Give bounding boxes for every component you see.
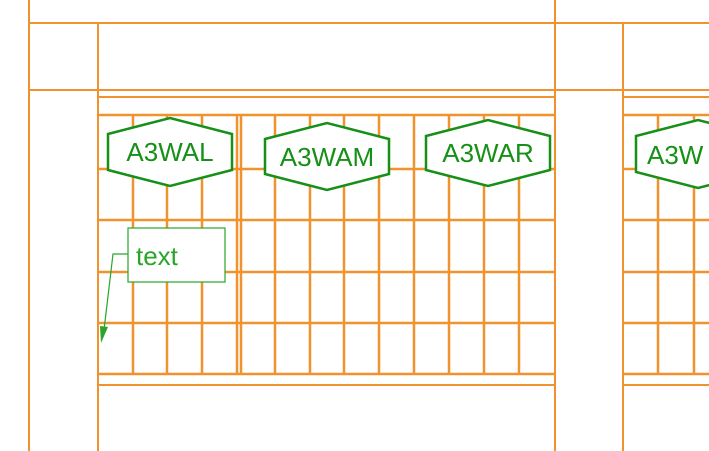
tag-label: A3WAR	[442, 138, 534, 168]
tag-a3wam[interactable]: A3WAM	[263, 121, 391, 192]
tag-label: A3WAM	[280, 142, 374, 172]
text-annotation[interactable]: text	[100, 227, 226, 343]
tag-hexagon-shape	[634, 118, 709, 190]
annotation-text: text	[136, 241, 179, 271]
tag-hexagon-shape	[424, 118, 552, 188]
tag-label: A3W	[647, 140, 704, 170]
arrowhead-icon	[100, 326, 108, 343]
annotation-box	[127, 227, 226, 283]
tag-a3war[interactable]: A3WAR	[424, 118, 552, 188]
tag-hexagon-shape	[106, 116, 234, 188]
tag-a3wal[interactable]: A3WAL	[106, 116, 234, 188]
frame-lines	[28, 0, 709, 451]
tag-a3w-partial[interactable]: A3W	[634, 118, 709, 190]
tag-label: A3WAL	[126, 137, 213, 167]
leader-line	[103, 253, 128, 331]
tag-hexagon-shape	[263, 121, 391, 192]
